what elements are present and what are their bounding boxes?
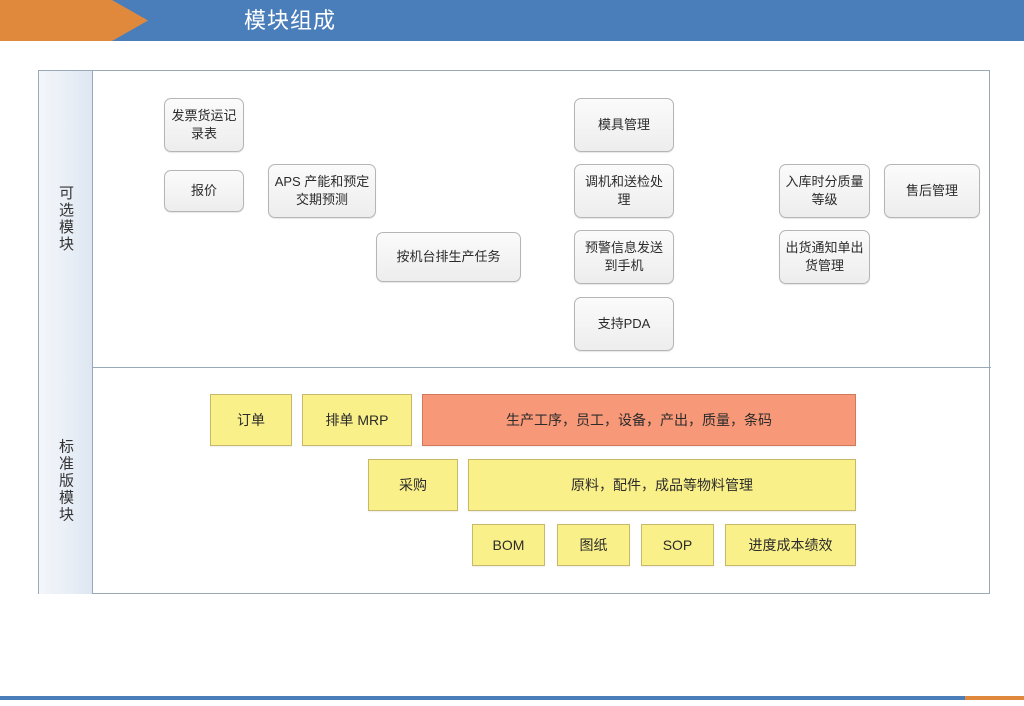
standard-module-box[interactable]: 采购: [368, 459, 458, 511]
optional-module-box[interactable]: 按机台排生产任务: [376, 232, 521, 282]
optional-module-box[interactable]: 售后管理: [884, 164, 980, 218]
standard-module-box[interactable]: 原料，配件，成品等物料管理: [468, 459, 856, 511]
standard-module-box[interactable]: 生产工序，员工，设备，产出，质量，条码: [422, 394, 856, 446]
standard-module-box[interactable]: 排单 MRP: [302, 394, 412, 446]
standard-module-box[interactable]: BOM: [472, 524, 545, 566]
optional-module-box[interactable]: 报价: [164, 170, 244, 212]
optional-module-box[interactable]: 入库时分质量等级: [779, 164, 870, 218]
section-label-optional-text: 可选模块: [57, 185, 74, 253]
optional-module-box[interactable]: 支持PDA: [574, 297, 674, 351]
standard-module-box[interactable]: 图纸: [557, 524, 630, 566]
header-arrow-accent: [0, 0, 148, 41]
section-label-standard: 标准版模块: [39, 367, 93, 594]
optional-module-box[interactable]: APS 产能和预定交期预测: [268, 164, 376, 218]
slide-header-bar: [0, 0, 1024, 41]
footer-bar-blue: [0, 696, 965, 700]
standard-module-box[interactable]: 进度成本绩效: [725, 524, 856, 566]
page-title: 模块组成: [243, 8, 336, 33]
optional-module-box[interactable]: 预警信息发送到手机: [574, 230, 674, 284]
section-label-optional: 可选模块: [39, 71, 93, 367]
optional-module-box[interactable]: 发票货运记录表: [164, 98, 244, 152]
optional-module-box[interactable]: 调机和送检处理: [574, 164, 674, 218]
standard-module-box[interactable]: SOP: [641, 524, 714, 566]
footer-bar-orange: [965, 696, 1024, 700]
standard-module-box[interactable]: 订单: [210, 394, 292, 446]
optional-module-box[interactable]: 出货通知单出货管理: [779, 230, 870, 284]
section-divider: [39, 367, 991, 368]
optional-module-box[interactable]: 模具管理: [574, 98, 674, 152]
section-label-standard-text: 标准版模块: [57, 438, 74, 523]
